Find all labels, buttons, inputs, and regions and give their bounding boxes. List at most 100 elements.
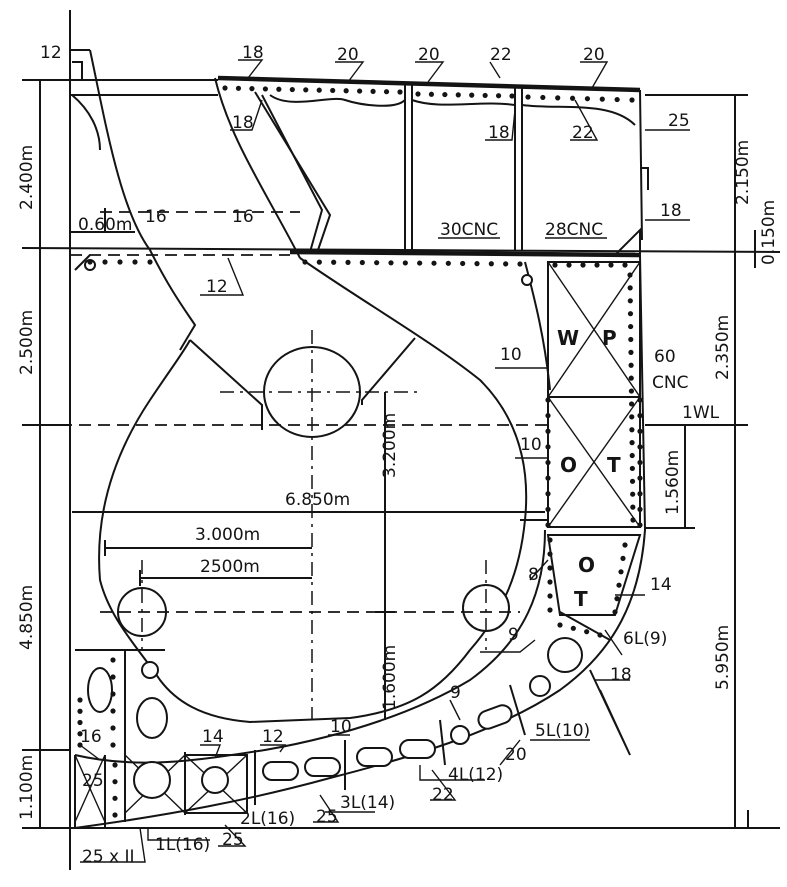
- leader-18-top: [238, 59, 264, 79]
- db-slot-5: [477, 704, 513, 730]
- left-curved-member: [89, 49, 197, 351]
- rivet-dot: [628, 388, 635, 394]
- db-slot-1: [262, 761, 299, 781]
- rivet-dot: [117, 259, 123, 265]
- rivet-dot: [629, 427, 635, 433]
- labels: 12 18 20 20 22 20 18 18 22 25 16 16 30CN…: [17, 43, 779, 867]
- rivet-dot: [303, 87, 309, 93]
- rivet-dot: [569, 95, 576, 101]
- rivet-dots: [77, 85, 643, 818]
- leader-20b: [415, 61, 445, 83]
- rivet-dot: [455, 92, 461, 98]
- rivet-dot: [637, 491, 643, 497]
- label-16low: 16: [80, 727, 102, 747]
- leaders: [79, 59, 690, 863]
- tank-ot-lower: [546, 534, 642, 616]
- rivet-dot: [110, 725, 116, 731]
- dim-label-2500: 2500m: [200, 557, 260, 577]
- deck-knee-right: [614, 227, 641, 256]
- rivet-dot: [545, 522, 551, 528]
- rivet-dot: [469, 92, 475, 98]
- rivet-dot: [316, 87, 322, 93]
- rivet-dot: [637, 428, 643, 434]
- rivet-dot: [545, 397, 551, 403]
- db-hole-2: [450, 725, 470, 745]
- rivet-dot: [397, 89, 403, 95]
- upper-bracket-arc-3: [521, 104, 636, 126]
- leader-25x11: [80, 827, 146, 863]
- upper-deck-plating: [217, 75, 641, 93]
- dim-label-height-1600: 1.600m: [380, 645, 400, 710]
- db-div-6: [439, 719, 446, 766]
- rivet-dot: [547, 551, 553, 557]
- rivet-dot: [262, 86, 268, 92]
- rivet-dot: [630, 504, 636, 510]
- rivet-dot: [557, 622, 563, 628]
- tank-letter-o1: O: [560, 453, 577, 477]
- rivet-dot: [428, 91, 435, 97]
- rivet-dot: [637, 459, 643, 466]
- dim-label-right-upper: 2.150m: [733, 140, 753, 205]
- leader-18-left: [230, 99, 263, 131]
- leader-20low: [499, 739, 521, 766]
- label-25keel: 25: [222, 830, 244, 850]
- rivet-dot: [374, 260, 380, 266]
- rivet-dot: [359, 259, 365, 266]
- label-16b: 16: [232, 207, 254, 227]
- rivet-dot: [525, 94, 531, 100]
- label-cnc: CNC: [652, 373, 688, 393]
- dim-label-left-bottom: 1.100m: [17, 755, 37, 820]
- label-28cnc: 28CNC: [545, 220, 603, 240]
- label-18-right: 18: [660, 201, 682, 221]
- rivet-dot: [112, 779, 118, 785]
- rivet-dot: [517, 261, 523, 267]
- label-22low: 22: [432, 785, 454, 805]
- label-18-left: 18: [232, 113, 254, 133]
- rivet-dot: [547, 607, 553, 613]
- rivet-dot: [415, 91, 421, 97]
- side-hole-1: [136, 697, 168, 739]
- rivet-dot: [622, 542, 628, 548]
- rivet-dot: [629, 452, 635, 459]
- leader-14low: [200, 744, 222, 759]
- rivet-dot: [545, 491, 551, 497]
- rivet-dot: [637, 397, 643, 403]
- rivet-dot: [630, 491, 636, 497]
- rivet-dot: [637, 413, 643, 419]
- rivet-dot: [555, 95, 561, 101]
- label-25-right: 25: [668, 111, 690, 131]
- dim-label-left-mid: 2.500m: [17, 310, 37, 375]
- upper-bracket-arc-2: [411, 99, 516, 106]
- rivet-dot: [628, 349, 634, 355]
- tank-letter-p: P: [602, 326, 617, 350]
- rivet-dot: [503, 261, 509, 267]
- leader-12-deck: [200, 257, 245, 296]
- db-slot-4: [399, 739, 436, 759]
- label-25low: 25: [316, 807, 338, 827]
- rivet-dot: [431, 260, 437, 266]
- leader-12low: [260, 744, 287, 753]
- rivet-dot: [545, 413, 551, 419]
- rivet-dot: [629, 97, 635, 103]
- label-1l16: 1L(16): [155, 835, 210, 855]
- rivet-dot: [597, 632, 603, 638]
- rivet-dot: [445, 260, 451, 266]
- rivet-dot: [547, 579, 553, 585]
- top-left-notch: [72, 61, 83, 80]
- rivet-dot: [627, 285, 633, 291]
- leader-4l12: [419, 765, 485, 781]
- label-20low: 20: [505, 745, 527, 765]
- rivet-dot: [616, 582, 622, 588]
- label-18-bilge: 18: [610, 665, 632, 685]
- rivet-dot: [545, 475, 551, 481]
- label-60: 60: [654, 347, 676, 367]
- label-25x11: 25 x II: [82, 847, 135, 867]
- label-12-top: 12: [40, 43, 62, 63]
- db-hole-1: [133, 761, 171, 799]
- rivet-dot: [110, 674, 116, 680]
- small-hole-tank: [521, 274, 533, 286]
- rivet-dot: [599, 96, 605, 102]
- dim-label-height-center: 3.200m: [380, 413, 400, 478]
- rivet-dot: [620, 555, 626, 562]
- rivet-dot: [495, 93, 502, 99]
